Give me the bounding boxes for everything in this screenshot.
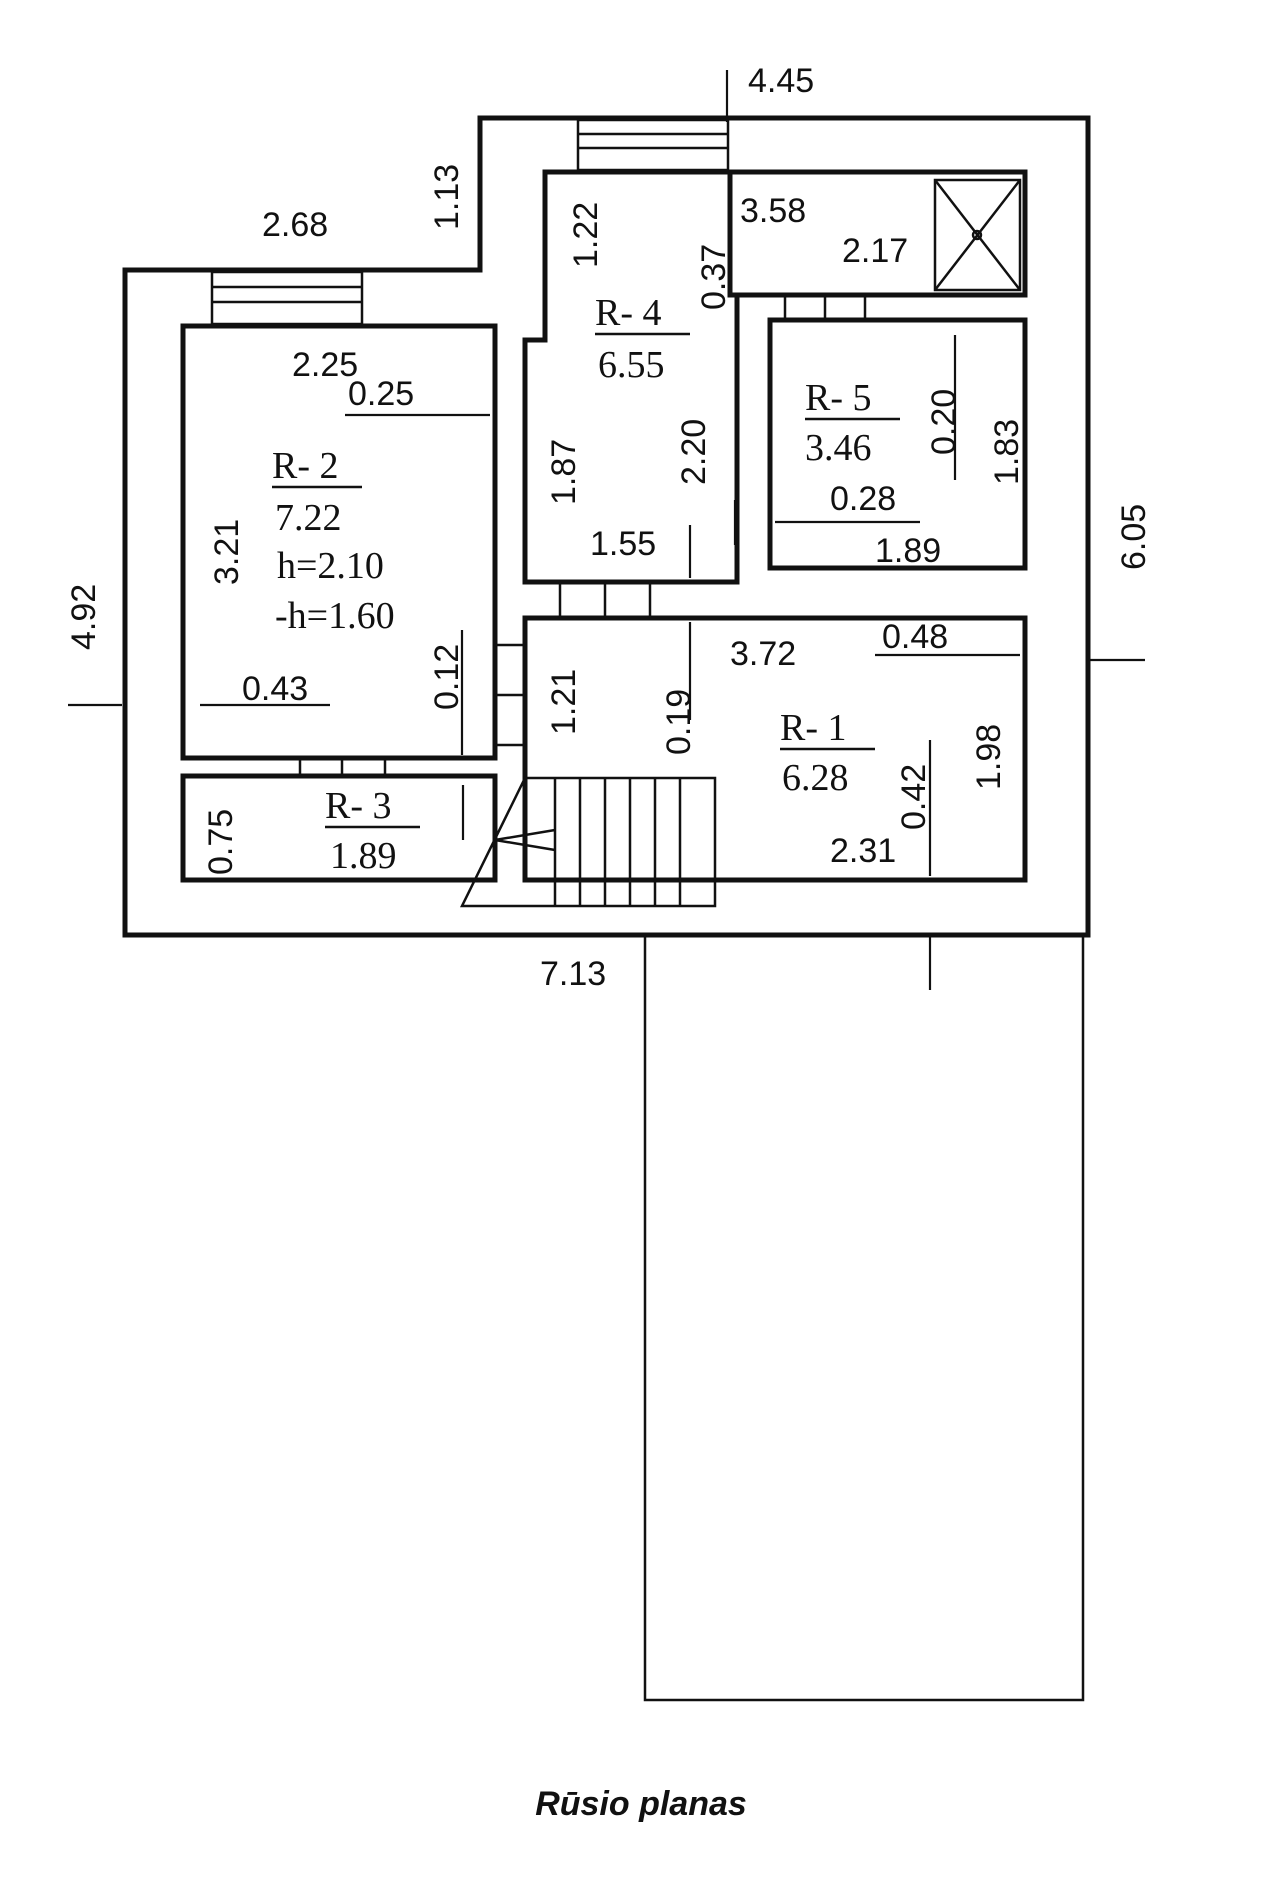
room-r2-height: h=2.10 bbox=[277, 545, 384, 587]
dim-025: 0.25 bbox=[348, 375, 414, 413]
room-r2-neg-height: -h=1.60 bbox=[275, 595, 395, 637]
room-r3 bbox=[180, 773, 498, 883]
dim-321: 3.21 bbox=[208, 519, 246, 585]
room-r5-area: 3.46 bbox=[805, 427, 872, 469]
dim-189b: 1.89 bbox=[875, 532, 941, 570]
room-r2-name: R- 2 bbox=[272, 445, 339, 487]
room-r2 bbox=[180, 323, 498, 761]
dim-012: 0.12 bbox=[428, 644, 466, 710]
room-r1-name: R- 1 bbox=[780, 707, 847, 749]
dim-372: 3.72 bbox=[730, 635, 796, 673]
dim-445: 4.45 bbox=[748, 62, 814, 100]
plan-caption: Rūsio planas bbox=[535, 1785, 747, 1823]
door-r3 bbox=[298, 760, 387, 776]
room-r1-area: 6.28 bbox=[782, 757, 849, 799]
dim-037: 0.37 bbox=[695, 244, 733, 310]
dim-358: 3.58 bbox=[740, 192, 806, 230]
label-r5: R- 5 3.46 bbox=[805, 377, 900, 469]
room-r1 bbox=[522, 615, 1028, 883]
dimension-labels: 4.45 2.68 3.58 2.17 2.25 0.25 0.28 1.89 … bbox=[242, 62, 948, 993]
room-r2-area: 7.22 bbox=[275, 497, 342, 539]
dim-155: 1.55 bbox=[590, 525, 656, 563]
room-r4 bbox=[522, 169, 740, 585]
dim-605: 6.05 bbox=[1115, 504, 1153, 570]
window-top bbox=[576, 118, 730, 172]
dim-121: 1.21 bbox=[545, 669, 583, 735]
dim-187: 1.87 bbox=[545, 439, 583, 505]
label-r3: R- 3 1.89 bbox=[325, 785, 420, 877]
room-r5-name: R- 5 bbox=[805, 377, 872, 419]
dim-048: 0.48 bbox=[882, 618, 948, 656]
room-r3-name: R- 3 bbox=[325, 785, 392, 827]
room-r5 bbox=[767, 317, 1028, 571]
dim-122: 1.22 bbox=[567, 202, 605, 268]
dim-492: 4.92 bbox=[65, 584, 103, 650]
dim-028: 0.28 bbox=[830, 480, 896, 518]
dim-043: 0.43 bbox=[242, 670, 308, 708]
label-r1: R- 1 6.28 bbox=[780, 707, 875, 799]
dim-042: 0.42 bbox=[895, 764, 933, 830]
dim-220: 2.20 bbox=[675, 419, 713, 485]
dim-268: 2.68 bbox=[262, 206, 328, 244]
dim-075: 0.75 bbox=[202, 809, 240, 875]
dim-020: 0.20 bbox=[925, 389, 963, 455]
window-r2 bbox=[210, 270, 364, 326]
dim-231: 2.31 bbox=[830, 832, 896, 870]
shaft bbox=[933, 178, 1022, 292]
dimension-labels-vertical: 1.13 1.22 0.37 3.21 4.92 1.87 2.20 0.20 … bbox=[65, 164, 1153, 875]
door-r2-r1 bbox=[495, 643, 525, 747]
room-r4-area: 6.55 bbox=[598, 344, 665, 386]
dim-183: 1.83 bbox=[988, 419, 1026, 485]
room-r3-area: 1.89 bbox=[330, 835, 397, 877]
annex-outline bbox=[643, 935, 1085, 1702]
dim-113: 1.13 bbox=[428, 164, 466, 230]
dim-217: 2.17 bbox=[842, 232, 908, 270]
label-r4: R- 4 6.55 bbox=[595, 292, 690, 386]
door-r5 bbox=[783, 297, 867, 320]
door-r4-r1 bbox=[558, 582, 652, 618]
staircase bbox=[459, 776, 717, 908]
dim-713: 7.13 bbox=[540, 955, 606, 993]
label-r2: R- 2 7.22 h=2.10 -h=1.60 bbox=[272, 445, 395, 637]
outer-wall bbox=[122, 115, 1091, 938]
dim-019: 0.19 bbox=[660, 689, 698, 755]
dimension-lines bbox=[68, 70, 1145, 990]
room-r4-name: R- 4 bbox=[595, 292, 662, 334]
shaft-area bbox=[730, 169, 1028, 298]
dim-225: 2.25 bbox=[292, 346, 358, 384]
dim-198: 1.98 bbox=[970, 724, 1008, 790]
